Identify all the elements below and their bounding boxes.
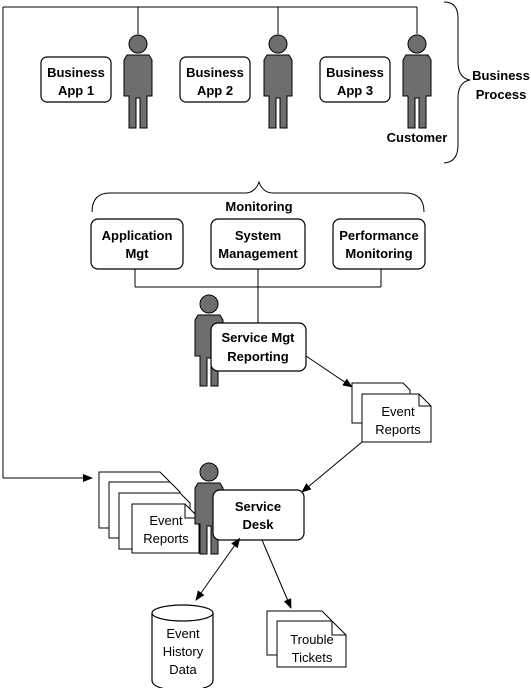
business-process-label-line2: Process — [476, 87, 527, 102]
event-reports-left-line1: Event — [149, 513, 183, 528]
arrow-reporting-to-event-reports — [305, 355, 353, 388]
application-mgt-line2: Mgt — [125, 246, 149, 261]
business-app-3: Business App 3 — [319, 56, 391, 103]
arrow-event-reports-to-service-desk — [301, 441, 363, 493]
monitoring-connector-lines — [134, 269, 382, 323]
arrow-service-desk-trouble-tickets — [261, 539, 292, 609]
business-app-2: Business App 2 — [179, 56, 251, 103]
event-history-line3: Data — [169, 662, 197, 677]
business-app-2-line2: App 2 — [197, 83, 233, 98]
business-app-3-line2: App 3 — [337, 83, 373, 98]
system-management-line2: Management — [218, 246, 298, 261]
business-app-2-line1: Business — [186, 65, 244, 80]
performance-monitoring-line1: Performance — [339, 228, 418, 243]
event-reports-right-stack: Event Reports — [351, 382, 432, 443]
service-mgt-reporting-box: Service Mgt Reporting — [210, 322, 307, 372]
business-app-1: Business App 1 — [40, 56, 112, 103]
person-icon — [123, 34, 153, 129]
service-desk-line1: Service — [235, 499, 281, 514]
application-mgt-box: Application Mgt — [90, 218, 184, 270]
monitoring-label: Monitoring — [225, 199, 292, 214]
system-management-box: System Management — [210, 218, 306, 270]
event-reports-left-stack: Event Reports — [98, 471, 200, 554]
trouble-tickets-stack: Trouble Tickets — [266, 610, 347, 668]
event-history-line1: Event — [166, 626, 200, 641]
arrow-service-desk-event-history — [195, 537, 241, 601]
trouble-tickets-line1: Trouble — [290, 632, 334, 647]
event-reports-right-line1: Event — [381, 404, 415, 419]
service-desk-box: Service Desk — [212, 489, 305, 541]
customer-label: Customer — [387, 130, 448, 145]
business-app-1-line2: App 1 — [58, 83, 94, 98]
business-process-label-line1: Business — [472, 68, 530, 83]
performance-monitoring-line2: Monitoring — [345, 246, 412, 261]
business-process-brace — [443, 1, 471, 164]
service-desk-line2: Desk — [242, 517, 274, 532]
monitoring-brace — [91, 180, 425, 213]
person-icon — [263, 34, 293, 129]
performance-monitoring-box: Performance Monitoring — [332, 218, 426, 270]
event-history-data-cylinder: Event History Data — [151, 604, 214, 688]
service-mgt-reporting-line2: Reporting — [227, 349, 288, 364]
event-reports-right-line2: Reports — [375, 422, 421, 437]
customer-person-icon — [402, 34, 432, 129]
event-reports-left-line2: Reports — [143, 531, 189, 546]
service-mgt-reporting-line1: Service Mgt — [222, 330, 296, 345]
business-app-1-line1: Business — [47, 65, 105, 80]
system-management-line1: System — [235, 228, 281, 243]
trouble-tickets-line2: Tickets — [292, 650, 333, 665]
event-history-line2: History — [163, 644, 204, 659]
business-connector-lines — [2, 6, 418, 482]
application-mgt-line1: Application — [102, 228, 173, 243]
business-app-3-line1: Business — [326, 65, 384, 80]
